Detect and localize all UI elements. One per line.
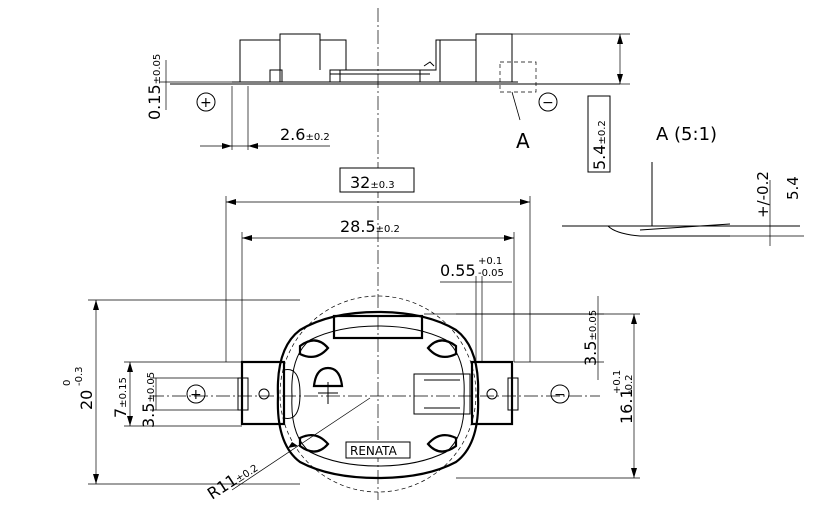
brand-label: RENATA (350, 444, 398, 458)
right-spring-lines (424, 379, 460, 409)
detail-a-marker (499, 61, 537, 93)
dim-161-lower: -0.2 (624, 374, 635, 394)
dim-285-arrow1 (242, 235, 252, 241)
brand-box (345, 441, 411, 459)
left-pad-tab (237, 377, 249, 411)
boss-bottom-right (426, 433, 458, 453)
right-pad-tab (507, 377, 519, 411)
dim-height-arrow1 (617, 34, 623, 44)
dim-35l-text: 3.5±0.05 (139, 372, 158, 428)
dim-7-arrow2 (127, 416, 133, 426)
right-spring-contact (413, 373, 471, 415)
dim-20-lower: -0.3 (74, 366, 85, 386)
dim-offset-arrow2 (248, 143, 258, 149)
dim-32-box (339, 167, 415, 193)
front-plus-icon (186, 384, 206, 404)
dim-055-upper: +0.1 (478, 256, 502, 267)
right-spring (423, 61, 435, 67)
front-minus-icon (550, 384, 570, 404)
boss-top-right (426, 339, 458, 359)
middle-posts (339, 70, 421, 82)
minus-symbol: − (542, 95, 554, 111)
dim-r11-arrow (288, 442, 298, 448)
holder-outer (276, 310, 480, 480)
detail-wedge (607, 223, 731, 237)
left-foot (269, 69, 283, 82)
right-block (410, 33, 513, 82)
dim-32-arrow1 (226, 199, 236, 205)
dim-285-text: 28.5±0.2 (340, 217, 400, 236)
front-plus-symbol: + (190, 387, 202, 403)
plus-symbol: + (200, 95, 212, 111)
dim-offset-text: 2.6±0.2 (280, 125, 330, 144)
plus-contact (312, 366, 344, 388)
left-contact (283, 369, 301, 419)
dim-055-text: 0.55 (440, 261, 476, 280)
dim-r11-leader (231, 397, 371, 491)
detail-a-label: A (516, 129, 530, 153)
dim-7-arrow1 (127, 362, 133, 372)
holder-top-bar (332, 314, 424, 340)
dim-32-text: 32±0.3 (350, 173, 395, 192)
dim-161-upper: +0.1 (612, 370, 623, 394)
front-view: + − RENATA 32±0.3 28.5±0.2 0.55 +0.1 -0.… (62, 167, 640, 503)
dim-20-arrow2 (93, 474, 99, 484)
dim-20-upper: 0 (62, 380, 73, 386)
detail-dim-tol: +/-0.2 (754, 171, 772, 218)
front-minus-symbol: − (554, 387, 566, 403)
dim-height-text: 5.4±0.2 (590, 120, 609, 170)
plus-terminal-icon (196, 92, 216, 112)
dim-offset-arrow1 (222, 143, 232, 149)
right-pad (470, 360, 514, 426)
detail-dim-height: 5.4 (784, 176, 802, 200)
dim-055-lower: -0.05 (478, 268, 504, 279)
dim-7-text: 7±0.15 (111, 377, 130, 418)
side-view: A + − 0.15±0.05 2.6±0.2 5.4±0.2 (145, 8, 630, 500)
dim-thickness-text: 0.15±0.05 (145, 54, 164, 120)
dim-32-arrow2 (520, 199, 530, 205)
dim-161-arrow1 (631, 314, 637, 324)
left-pad-hole (258, 388, 270, 400)
right-pad-hole (486, 388, 498, 400)
detail-a-leader (511, 91, 521, 121)
battery-outline (279, 295, 477, 493)
dim-20-text: 20 (77, 390, 96, 410)
middle-bar (330, 69, 430, 75)
dim-20-arrow1 (93, 300, 99, 310)
boss-top-left (298, 339, 330, 359)
left-pad (240, 360, 286, 426)
dim-285-arrow2 (504, 235, 514, 241)
detail-view: A (5:1) +/-0.2 5.4 (562, 124, 804, 246)
dim-height-arrow2 (617, 74, 623, 84)
detail-title: A (5:1) (656, 124, 717, 145)
dim-35r-text: 3.5±0.05 (581, 310, 600, 366)
dim-161-arrow2 (631, 468, 637, 478)
dim-161-text: 16.1 (617, 388, 636, 424)
dim-r11-text: R11±0.2 (204, 457, 261, 503)
dim-height-box (587, 95, 611, 173)
boss-bottom-left (298, 433, 330, 453)
left-block (239, 33, 347, 82)
minus-terminal-icon (538, 92, 558, 112)
